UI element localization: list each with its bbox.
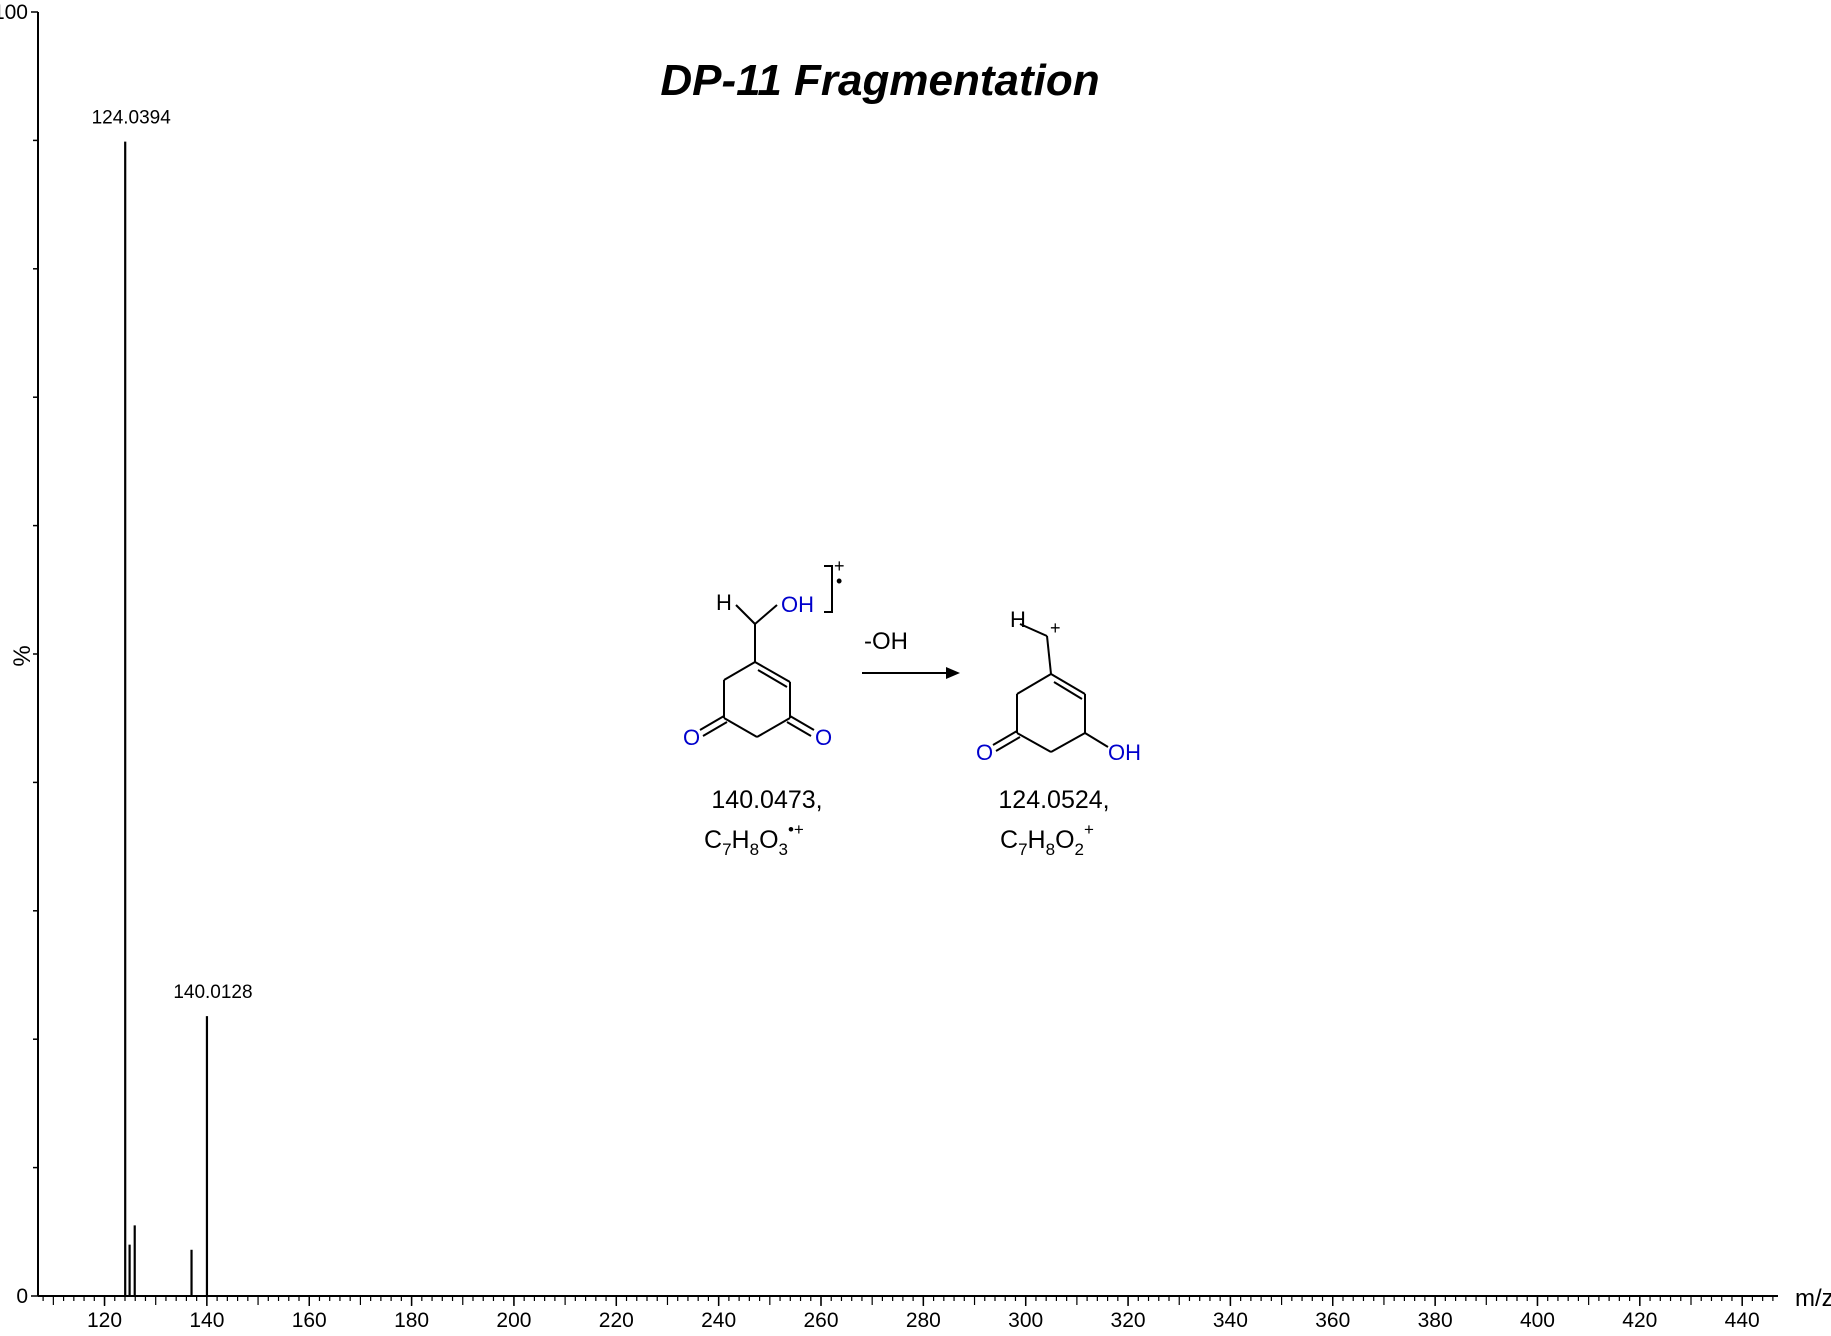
charge-plus: + — [1050, 618, 1061, 638]
peak-label: 124.0394 — [92, 108, 172, 129]
bond — [995, 736, 1021, 752]
bond — [786, 721, 812, 737]
x-axis-label: m/z — [1795, 1285, 1831, 1312]
reaction-arrow — [862, 667, 960, 679]
bond — [1046, 635, 1052, 675]
x-tick-label: 420 — [1622, 1309, 1657, 1332]
x-tick-label: 140 — [189, 1309, 224, 1332]
arrow-label: -OH — [864, 628, 908, 655]
peak-label: 140.0128 — [173, 982, 252, 1003]
bracket — [824, 565, 833, 613]
x-tick-label: 160 — [292, 1309, 327, 1332]
bond — [757, 669, 788, 688]
y-tick-label: 0 — [16, 1285, 28, 1308]
x-tick-label: 120 — [87, 1309, 122, 1332]
bond — [754, 604, 778, 625]
bond — [789, 715, 815, 731]
atom-o-right: O — [815, 725, 832, 750]
x-tick-label: 400 — [1520, 1309, 1555, 1332]
bond — [1084, 732, 1109, 748]
bond — [1050, 673, 1086, 695]
y-axis-label: % — [9, 645, 36, 666]
x-tick-label: 280 — [906, 1309, 941, 1332]
bond — [754, 661, 791, 683]
bond — [1053, 681, 1083, 700]
x-tick-label: 180 — [394, 1309, 429, 1332]
charge-plus: + — [834, 556, 845, 576]
product-structure — [992, 623, 1109, 753]
axes — [37, 12, 1778, 1297]
x-tick-label: 200 — [496, 1309, 531, 1332]
bond — [1016, 673, 1052, 695]
x-tick-label: 240 — [701, 1309, 736, 1332]
x-tick-label: 380 — [1418, 1309, 1453, 1332]
bond — [756, 717, 791, 738]
x-tick-label: 220 — [599, 1309, 634, 1332]
bond — [723, 661, 756, 681]
bond — [992, 730, 1018, 746]
atom-o-left: O — [683, 725, 700, 750]
atom-oh: OH — [781, 592, 814, 617]
bond — [702, 721, 728, 737]
x-tick-label: 440 — [1725, 1309, 1760, 1332]
reactant-mass: 140.0473, — [711, 786, 822, 814]
peak-labels: 124.0394 140.0128 — [92, 108, 253, 1003]
bond — [723, 717, 758, 738]
y-tick-label: 100 — [0, 1, 28, 24]
product-formula: C7H8O2+ — [1000, 820, 1094, 859]
x-tick-label: 300 — [1008, 1309, 1043, 1332]
chart-title: DP-11 Fragmentation — [660, 56, 1100, 105]
atom-h: H — [1010, 607, 1026, 632]
bond — [1016, 732, 1052, 753]
reactant-formula: C7H8O3•+ — [704, 820, 804, 859]
bond — [1050, 732, 1086, 753]
bond — [699, 715, 725, 731]
x-tick-label: 320 — [1111, 1309, 1146, 1332]
atom-o-left: O — [976, 740, 993, 765]
atom-oh: OH — [1108, 740, 1141, 765]
x-tick-label: 360 — [1315, 1309, 1350, 1332]
bond — [735, 604, 756, 625]
product-mass: 124.0524, — [998, 786, 1109, 814]
ticks: 0 100 120 140 160 180 200 220 240 260 280 300 320 340… — [0, 1, 1774, 1332]
reactant-structure — [699, 565, 833, 738]
x-tick-label: 260 — [803, 1309, 838, 1332]
x-tick-label: 340 — [1213, 1309, 1248, 1332]
bond — [1019, 623, 1048, 637]
atom-h: H — [716, 590, 732, 615]
peaks — [124, 141, 209, 1296]
radical-dot: • — [836, 571, 842, 591]
